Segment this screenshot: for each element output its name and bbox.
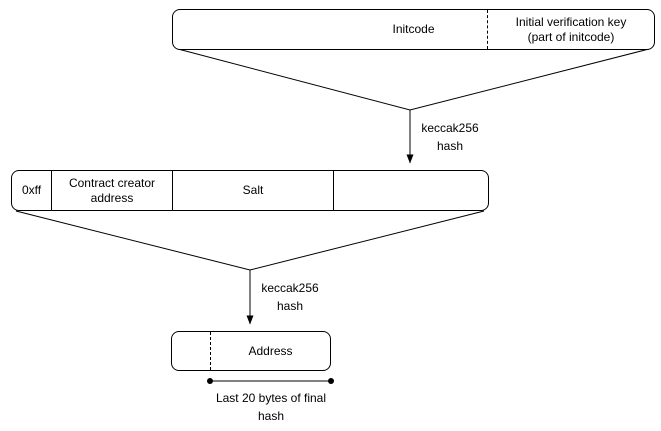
preimage-cell-salt: Salt xyxy=(172,171,333,210)
preimage-cell-empty xyxy=(333,171,488,210)
address-box: Address xyxy=(171,331,331,371)
address-label: Address xyxy=(248,343,293,358)
initial-verification-key-cell: Initial verification key (part of initco… xyxy=(487,10,654,49)
keccak256-hash-label-2: keccak256 hash xyxy=(261,281,319,313)
preimage-cell-contract-creator-address: Contract creator address xyxy=(51,171,172,210)
funnel-from-preimage xyxy=(15,210,485,271)
initcode-box: Initcode Initial verification key (part … xyxy=(172,9,655,50)
preimage-box: 0xff Contract creator address Salt xyxy=(11,170,489,211)
last-20-bytes-caption: Last 20 bytes of final hash xyxy=(215,391,327,423)
initcode-label: Initcode xyxy=(392,22,435,36)
preimage-cell-0xff: 0xff xyxy=(21,183,42,197)
keccak256-hash-label-1: keccak256 hash xyxy=(421,121,479,153)
measure-line-icon xyxy=(207,378,334,384)
funnel-from-initcode xyxy=(177,48,650,111)
address-discarded-bytes-cell xyxy=(172,332,211,370)
